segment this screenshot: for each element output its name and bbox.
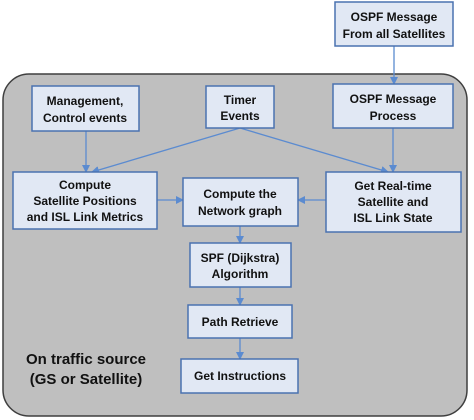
- node-timer-line2: Events: [220, 109, 260, 123]
- node-ospf-process: OSPF Message Process: [332, 83, 454, 129]
- node-compute-graph: Compute the Network graph: [182, 177, 299, 227]
- node-ospf-process-line2: Process: [370, 109, 417, 123]
- node-compute-sat: Compute Satellite Positions and ISL Link…: [12, 171, 158, 230]
- node-timer-line1: Timer: [224, 93, 257, 107]
- node-ospf-all: OSPF Message From all Satellites: [334, 1, 454, 47]
- node-path: Path Retrieve: [187, 304, 293, 339]
- node-timer: Timer Events: [205, 85, 275, 129]
- node-spf-line1: SPF (Dijkstra): [201, 251, 280, 265]
- node-realtime-line1: Get Real-time: [354, 179, 432, 193]
- node-instructions-line1: Get Instructions: [194, 369, 286, 383]
- node-path-line1: Path Retrieve: [202, 315, 279, 329]
- node-ospf-process-line1: OSPF Message: [350, 92, 437, 106]
- node-compute-graph-line2: Network graph: [198, 204, 282, 218]
- node-ospf-all-line2: From all Satellites: [343, 27, 446, 41]
- node-compute-sat-line1: Compute: [59, 178, 111, 192]
- edge-timer-to-compute-sat: [91, 127, 241, 174]
- node-spf-line2: Algorithm: [212, 267, 269, 281]
- region-note-line1: On traffic source: [26, 351, 146, 368]
- node-compute-sat-line2: Satellite Positions: [33, 194, 137, 208]
- edge-timer-to-realtime: [239, 127, 389, 174]
- node-realtime-line3: ISL Link State: [353, 211, 432, 225]
- region-note-line2: (GS or Satellite): [30, 371, 143, 388]
- node-spf: SPF (Dijkstra) Algorithm: [189, 242, 292, 288]
- node-mgmt: Management, Control events: [31, 85, 140, 132]
- node-realtime: Get Real-time Satellite and ISL Link Sta…: [325, 171, 462, 233]
- node-compute-graph-line1: Compute the: [203, 187, 277, 201]
- region-note: On traffic source (GS or Satellite): [26, 351, 146, 388]
- node-mgmt-line1: Management,: [47, 94, 124, 108]
- node-mgmt-line2: Control events: [43, 111, 127, 125]
- node-realtime-line2: Satellite and: [358, 195, 429, 209]
- node-ospf-all-line1: OSPF Message: [351, 10, 438, 24]
- node-compute-sat-line3: and ISL Link Metrics: [27, 210, 144, 224]
- node-instructions: Get Instructions: [180, 358, 299, 394]
